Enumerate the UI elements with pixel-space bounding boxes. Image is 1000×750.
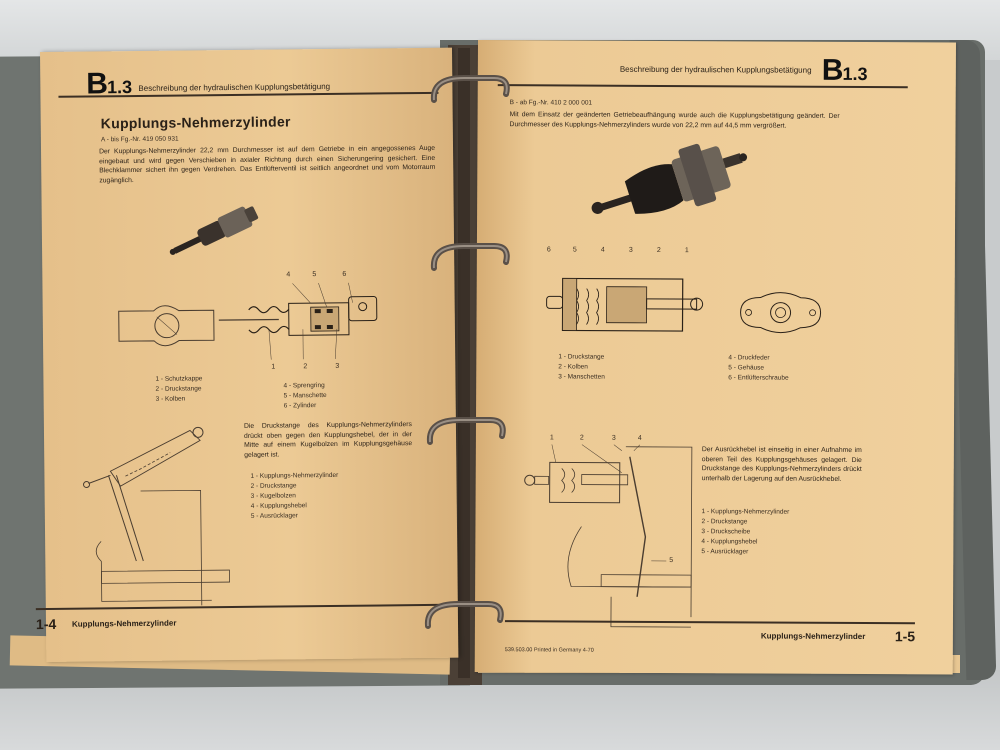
intro-paragraph: Mit dem Einsatz der geänderten Getriebea… — [509, 111, 840, 130]
cylinder-photo — [169, 206, 259, 255]
callout-2: 2 — [656, 246, 661, 254]
print-note: 539.503.00 Printed in Germany 4-70 — [504, 647, 594, 654]
footer-title: Kupplungs-Nehmerzylinder — [71, 618, 177, 629]
legend-item: 5 - Manschette — [283, 392, 327, 400]
callout-1: 1 — [271, 363, 276, 371]
callout-1: 1 — [684, 247, 689, 255]
callout-4: 4 — [286, 271, 291, 279]
legend-item: 5 - Ausrücklager — [701, 548, 749, 556]
callout-2: 2 — [303, 363, 308, 371]
binder-ring-3 — [426, 417, 506, 445]
legend-cylinder-b: 4 - Druckfeder 5 - Gehäuse 6 - Entlüfter… — [728, 353, 789, 383]
legend-item: 1 - Druckstange — [558, 353, 605, 361]
legend-item: 2 - Kolben — [558, 363, 588, 371]
legend-item: 3 - Kolben — [155, 395, 186, 403]
legend-lever: 1 - Kupplungs-Nehmerzylinder 2 - Druckst… — [250, 471, 338, 522]
lever-assembly-diagram — [83, 426, 230, 606]
legend-item: 2 - Druckstange — [155, 385, 202, 393]
footer-title: Kupplungs-Nehmerzylinder — [760, 631, 866, 642]
variant-note: A - bis Fg.-Nr. 419 050 931 — [100, 135, 179, 144]
spine-strip — [458, 48, 470, 678]
legend-item: 3 - Manschetten — [558, 373, 605, 381]
callout-3: 3 — [628, 246, 633, 254]
legend-item: 2 - Druckstange — [701, 518, 748, 526]
header-title: Beschreibung der hydraulischen Kupplungs… — [619, 64, 812, 75]
callout-1: 1 — [549, 434, 554, 442]
right-page: Beschreibung der hydraulischen Kupplungs… — [474, 40, 956, 675]
section-letter: B — [821, 53, 843, 87]
page-number: 1-5 — [894, 628, 916, 645]
legend-item: 6 - Entlüfterschraube — [728, 374, 789, 382]
cylinder-cross-section — [218, 282, 378, 360]
legend-lever: 1 - Kupplungs-Nehmerzylinder 2 - Druckst… — [701, 507, 789, 557]
lever-paragraph: Die Druckstange des Kupplungs-Nehmerzyli… — [243, 421, 413, 459]
legend-cylinder-a: 1 - Schutzkappe 2 - Druckstange 3 - Kolb… — [155, 374, 202, 404]
page-number: 1-4 — [35, 615, 57, 633]
callout-2: 2 — [579, 434, 584, 442]
cylinder-cross-section — [546, 277, 704, 332]
legend-item: 1 - Kupplungs-Nehmerzylinder — [701, 508, 790, 516]
section-heading: Kupplungs-Nehmerzylinder — [100, 113, 291, 132]
callout-5: 5 — [572, 246, 577, 254]
clutch-housing-diagram — [524, 444, 693, 628]
variant-note: B - ab Fg.-Nr. 410 2 000 001 — [509, 99, 593, 107]
callout-5: 5 — [669, 557, 674, 565]
legend-item: 1 - Schutzkappe — [155, 375, 203, 383]
cylinder-photo — [591, 143, 748, 214]
lever-paragraph: Der Ausrückhebel ist einseitig in einer … — [701, 446, 862, 483]
header-title: Beschreibung der hydraulischen Kupplungs… — [138, 81, 331, 93]
legend-item: 6 - Zylinder — [283, 402, 317, 410]
mount-cross-section — [118, 305, 215, 347]
intro-paragraph: Der Kupplungs-Nehmerzylinder 22,2 mm Dur… — [99, 144, 436, 184]
legend-item: 3 - Druckscheibe — [701, 528, 751, 536]
legend-item: 1 - Kupplungs-Nehmerzylinder — [250, 471, 339, 480]
legend-item: 5 - Gehäuse — [728, 364, 765, 372]
binder-ring-4 — [424, 601, 504, 629]
binder-ring-1 — [430, 75, 510, 103]
legend-item: 4 - Sprengring — [283, 382, 325, 390]
callout-3: 3 — [611, 434, 616, 442]
legend-item: 4 - Kupplungshebel — [701, 538, 758, 546]
callout-6: 6 — [546, 246, 551, 254]
flange-end-view — [740, 292, 822, 334]
callout-4: 4 — [637, 434, 642, 442]
legend-cylinder-a: 1 - Druckstange 2 - Kolben 3 - Manschett… — [558, 352, 605, 382]
section-number: 1.3 — [842, 63, 868, 85]
binder-ring-2 — [430, 243, 510, 271]
left-page: B1.3 Beschreibung der hydraulischen Kupp… — [35, 47, 459, 662]
callout-3: 3 — [335, 362, 340, 370]
callout-4: 4 — [600, 246, 605, 254]
callout-6: 6 — [342, 270, 347, 278]
section-code: B1.3 — [822, 54, 868, 88]
legend-item: 5 - Ausrücklager — [250, 512, 298, 520]
legend-cylinder-b: 4 - Sprengring 5 - Manschette 6 - Zylind… — [283, 381, 326, 411]
callout-5: 5 — [312, 271, 317, 279]
legend-item: 4 - Druckfeder — [728, 354, 770, 362]
